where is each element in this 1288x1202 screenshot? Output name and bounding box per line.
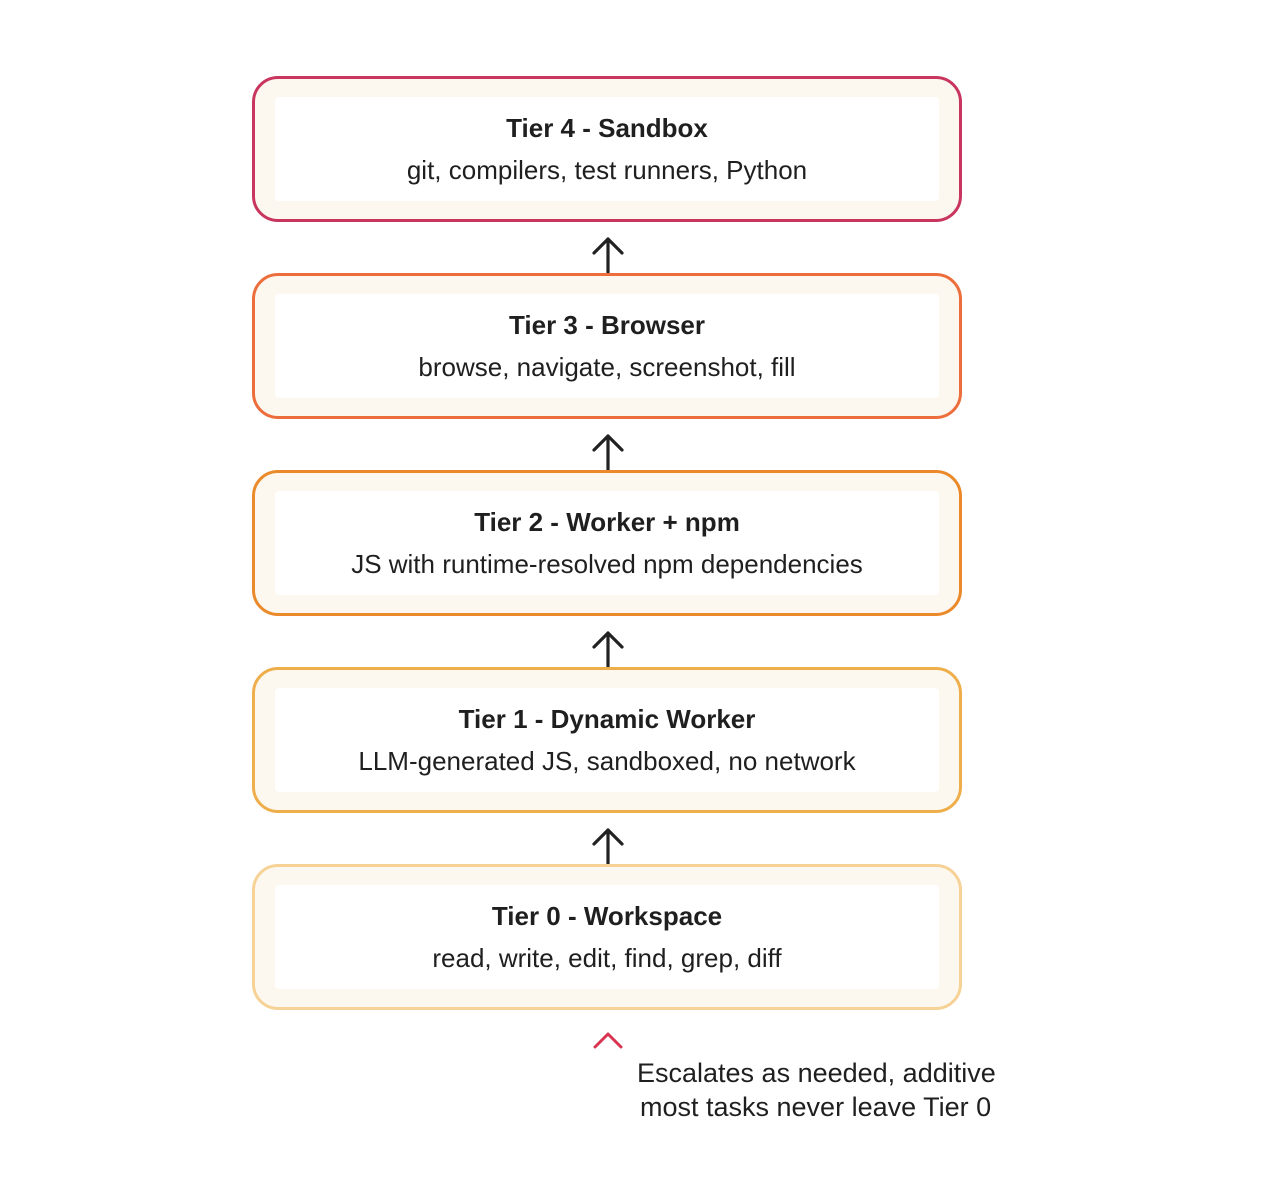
tier-0-content: Tier 0 - Workspace read, write, edit, fi… — [275, 885, 939, 989]
tier-3-box: Tier 3 - Browser browse, navigate, scree… — [252, 273, 962, 419]
tier-2-title: Tier 2 - Worker + npm — [474, 507, 740, 537]
arrow-up-icon — [592, 631, 624, 670]
arrow-up-icon — [592, 434, 624, 473]
tier-0-title: Tier 0 - Workspace — [491, 901, 723, 931]
tier-0-box: Tier 0 - Workspace read, write, edit, fi… — [252, 864, 962, 1010]
tier-1-box: Tier 1 - Dynamic Worker LLM-generated JS… — [252, 667, 962, 813]
tier-2-box: Tier 2 - Worker + npm JS with runtime-re… — [252, 470, 962, 616]
tier-4-title: Tier 4 - Sandbox — [506, 113, 708, 143]
escalation-arrow-icon — [593, 1032, 623, 1126]
tier-1-description: LLM-generated JS, sandboxed, no network — [358, 746, 856, 776]
arrow-up-icon — [592, 828, 624, 867]
tier-4-description: git, compilers, test runners, Python — [406, 155, 808, 185]
tier-1-content: Tier 1 - Dynamic Worker LLM-generated JS… — [275, 688, 939, 792]
tier-2-content: Tier 2 - Worker + npm JS with runtime-re… — [275, 491, 939, 595]
tier-1-title: Tier 1 - Dynamic Worker — [458, 704, 756, 734]
arrow-up-icon — [592, 237, 624, 276]
tier-4-content: Tier 4 - Sandbox git, compilers, test ru… — [275, 97, 939, 201]
legend-line-1: Escalates as needed, additive — [637, 1058, 996, 1088]
tier-0-description: read, write, edit, find, grep, diff — [432, 943, 782, 973]
tier-3-description: browse, navigate, screenshot, fill — [418, 352, 796, 382]
tier-4-box: Tier 4 - Sandbox git, compilers, test ru… — [252, 76, 962, 222]
tier-3-title: Tier 3 - Browser — [508, 310, 706, 340]
escalation-legend: Escalates as needed, additive most tasks… — [637, 1056, 996, 1124]
legend-line-2: most tasks never leave Tier 0 — [640, 1092, 992, 1122]
tier-2-description: JS with runtime-resolved npm dependencie… — [351, 549, 863, 579]
tier-3-content: Tier 3 - Browser browse, navigate, scree… — [275, 294, 939, 398]
